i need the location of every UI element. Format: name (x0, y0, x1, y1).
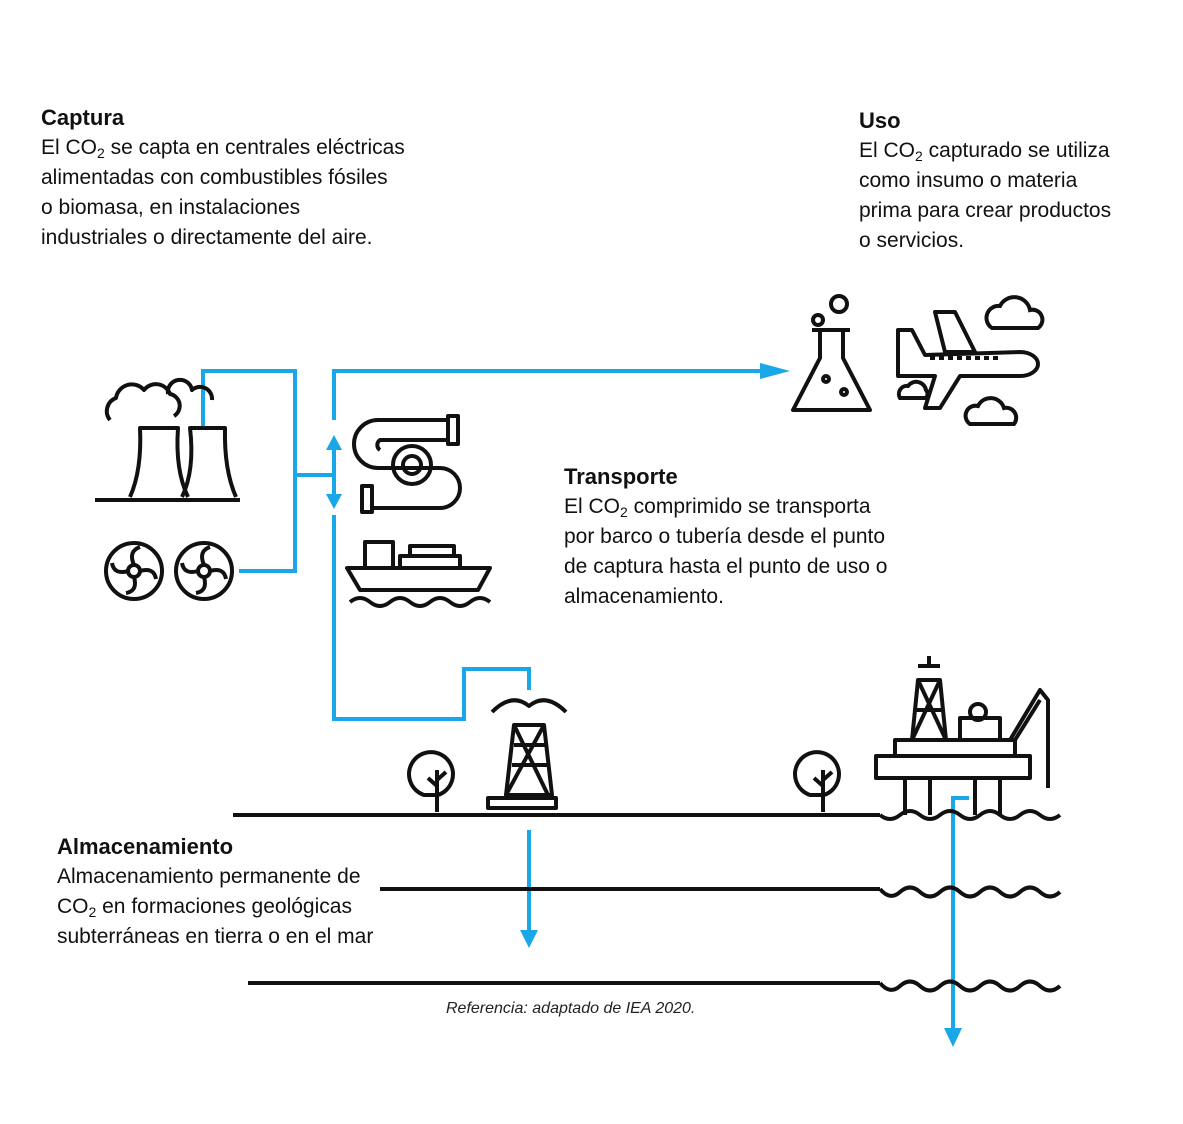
arrowhead-offshore (944, 1028, 962, 1047)
arrowhead-uso (760, 363, 790, 379)
captura-line3: o biomasa, en instalaciones (41, 196, 301, 219)
uso-line1-pre: El CO (859, 139, 916, 162)
captura-line2: alimentadas con combustibles fósiles (41, 166, 388, 189)
uso-line3: prima para crear productos (859, 199, 1112, 222)
uso-title: Uso (859, 108, 901, 133)
ship-icon (345, 540, 492, 608)
flow-to-uso (332, 369, 760, 420)
flask-icon (791, 294, 872, 412)
almacenamiento-line2-pre: CO (57, 895, 89, 918)
almacenamiento-block: Almacenamiento Almacenamiento permanente… (57, 832, 373, 952)
flow-to-storage (332, 515, 531, 721)
cloud-icon (963, 396, 1019, 426)
almacenamiento-line1: Almacenamiento permanente de (57, 865, 361, 888)
transporte-line1-sub: 2 (620, 504, 628, 520)
captura-line1-sub: 2 (97, 145, 105, 161)
cloud-icon (896, 379, 930, 400)
captura-line4: industriales o directamente del aire. (41, 226, 373, 249)
pipeline-icon (352, 414, 462, 514)
flow-offshore-injection (951, 796, 969, 1030)
captura-line1-pre: El CO (41, 136, 98, 159)
arrowhead-onshore (520, 930, 538, 948)
oil-rig-icon (486, 698, 568, 810)
transporte-title: Transporte (564, 464, 678, 489)
stratum-2-sea (878, 979, 1062, 993)
uso-line4: o servicios. (859, 229, 965, 252)
uso-block: Uso El CO2 capturado se utiliza como ins… (859, 106, 1111, 256)
almacenamiento-title: Almacenamiento (57, 834, 234, 859)
uso-line1-sub: 2 (915, 148, 923, 164)
transporte-line4: almacenamiento. (564, 585, 724, 608)
almacenamiento-line2-post: en formaciones geológicas (96, 895, 352, 918)
transporte-line1-pre: El CO (564, 495, 621, 518)
tree-icon (793, 750, 841, 812)
strata (233, 809, 1062, 993)
airplane-icon (896, 310, 1040, 410)
cloud-icon (984, 295, 1045, 330)
captura-block: Captura El CO2 se capta en centrales elé… (41, 103, 405, 253)
fan-icon (174, 541, 234, 601)
almacenamiento-line3: subterráneas en tierra o en el mar (57, 925, 374, 948)
uso-line2: como insumo o materia (859, 169, 1078, 192)
power-plant-icon (95, 377, 240, 502)
transporte-block: Transporte El CO2 comprimido se transpor… (564, 462, 887, 612)
flow-lines (201, 363, 969, 1047)
transporte-line1-post: comprimido se transporta (627, 495, 871, 518)
transporte-line2: por barco o tubería desde el punto (564, 525, 886, 548)
transporte-line3: de captura hasta el punto de uso o (564, 555, 888, 578)
flow-capture-loop (201, 369, 297, 573)
arrowhead-down (326, 494, 342, 509)
offshore-platform-icon (874, 656, 1050, 815)
captura-line1-post: se capta en centrales eléctricas (104, 136, 405, 159)
arrowhead-up (326, 435, 342, 450)
uso-line1-post: capturado se utiliza (922, 139, 1110, 162)
stratum-1-sea (878, 885, 1062, 899)
captura-title: Captura (41, 105, 125, 130)
reference-note: Referencia: adaptado de IEA 2020. (446, 1000, 696, 1017)
sea-surface (878, 809, 1062, 821)
tree-icon (407, 750, 455, 812)
almacenamiento-line2-sub: 2 (88, 904, 97, 920)
fan-icon (104, 541, 164, 601)
